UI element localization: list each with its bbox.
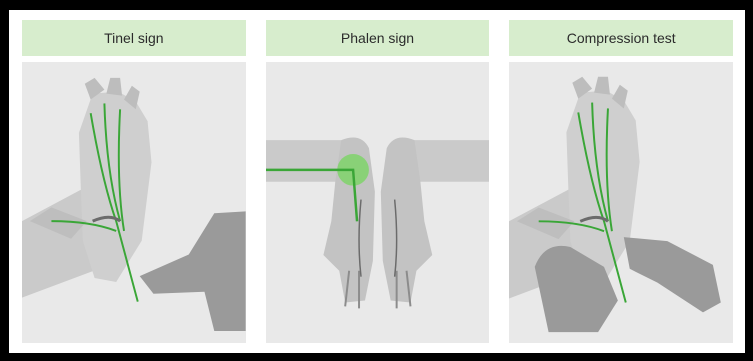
panel-label-phalen: Phalen sign [266,20,490,56]
hand-tapping-icon [22,62,246,343]
panels-container: Tinel sign [9,10,745,353]
panel-label-tinel: Tinel sign [22,20,246,56]
panel-phalen-sign: Phalen sign [266,20,490,343]
hand-pressing-icon [509,62,733,343]
hands-flexed-icon [266,62,490,343]
phalen-illustration [266,62,490,343]
panel-compression-test: Compression test [509,20,733,343]
compression-illustration [509,62,733,343]
panel-tinel-sign: Tinel sign [22,20,246,343]
tinel-illustration [22,62,246,343]
panel-label-compression: Compression test [509,20,733,56]
